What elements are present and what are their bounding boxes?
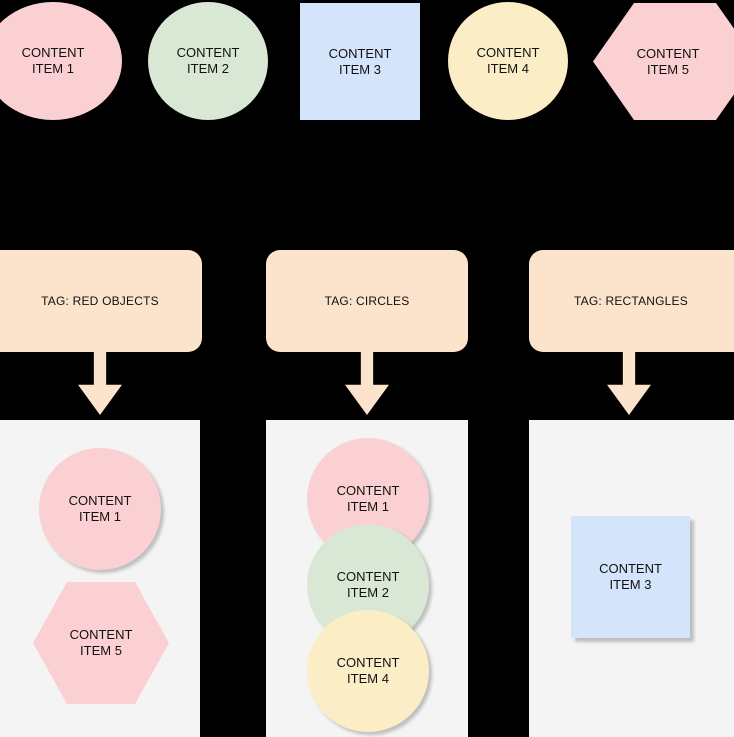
tag-box-circles[interactable]: TAG: CIRCLES bbox=[266, 250, 468, 352]
group-container-rectangles: CONTENT ITEM 3 bbox=[529, 420, 734, 737]
source-shape-label: CONTENT ITEM 5 bbox=[636, 45, 700, 77]
source-shape-label: CONTENT ITEM 2 bbox=[176, 45, 240, 76]
group-container-circles: CONTENT ITEM 1 CONTENT ITEM 2 CONTENT IT… bbox=[266, 420, 468, 737]
tag-label: TAG: CIRCLES bbox=[324, 294, 410, 308]
grouped-shape-label: CONTENT ITEM 5 bbox=[69, 627, 133, 658]
tag-box-red-objects[interactable]: TAG: RED OBJECTS bbox=[0, 250, 202, 352]
arrow-down-red-objects bbox=[78, 352, 122, 415]
grouped-shape-content-item-4[interactable]: CONTENT ITEM 4 bbox=[307, 610, 429, 732]
source-shape-content-item-5[interactable]: CONTENT ITEM 5 bbox=[593, 3, 734, 120]
grouped-shape-label: CONTENT ITEM 1 bbox=[68, 493, 132, 524]
source-shape-label: CONTENT ITEM 1 bbox=[21, 45, 85, 76]
source-shape-content-item-3[interactable]: CONTENT ITEM 3 bbox=[300, 3, 420, 120]
arrow-down-circles bbox=[345, 352, 389, 415]
grouped-shape-label: CONTENT ITEM 2 bbox=[336, 569, 400, 600]
tag-label: TAG: RECTANGLES bbox=[574, 294, 688, 308]
source-shape-content-item-1[interactable]: CONTENT ITEM 1 bbox=[0, 2, 122, 120]
source-shape-content-item-4[interactable]: CONTENT ITEM 4 bbox=[448, 2, 568, 120]
grouped-shape-label: CONTENT ITEM 4 bbox=[336, 655, 400, 686]
source-shape-label: CONTENT ITEM 4 bbox=[476, 45, 540, 76]
grouped-shape-content-item-1[interactable]: CONTENT ITEM 1 bbox=[39, 448, 161, 570]
grouped-shape-label: CONTENT ITEM 3 bbox=[599, 561, 662, 592]
grouped-shape-content-item-3[interactable]: CONTENT ITEM 3 bbox=[571, 516, 690, 638]
tag-box-rectangles[interactable]: TAG: RECTANGLES bbox=[529, 250, 734, 352]
arrow-down-rectangles bbox=[607, 352, 651, 415]
group-container-red-objects: CONTENT ITEM 1 CONTENT ITEM 5 bbox=[0, 420, 200, 737]
source-shape-label: CONTENT ITEM 3 bbox=[328, 45, 392, 77]
grouped-shape-content-item-5[interactable]: CONTENT ITEM 5 bbox=[33, 582, 169, 704]
grouped-shape-label: CONTENT ITEM 1 bbox=[336, 483, 400, 514]
source-shape-content-item-2[interactable]: CONTENT ITEM 2 bbox=[148, 2, 268, 120]
tag-label: TAG: RED OBJECTS bbox=[41, 294, 159, 308]
